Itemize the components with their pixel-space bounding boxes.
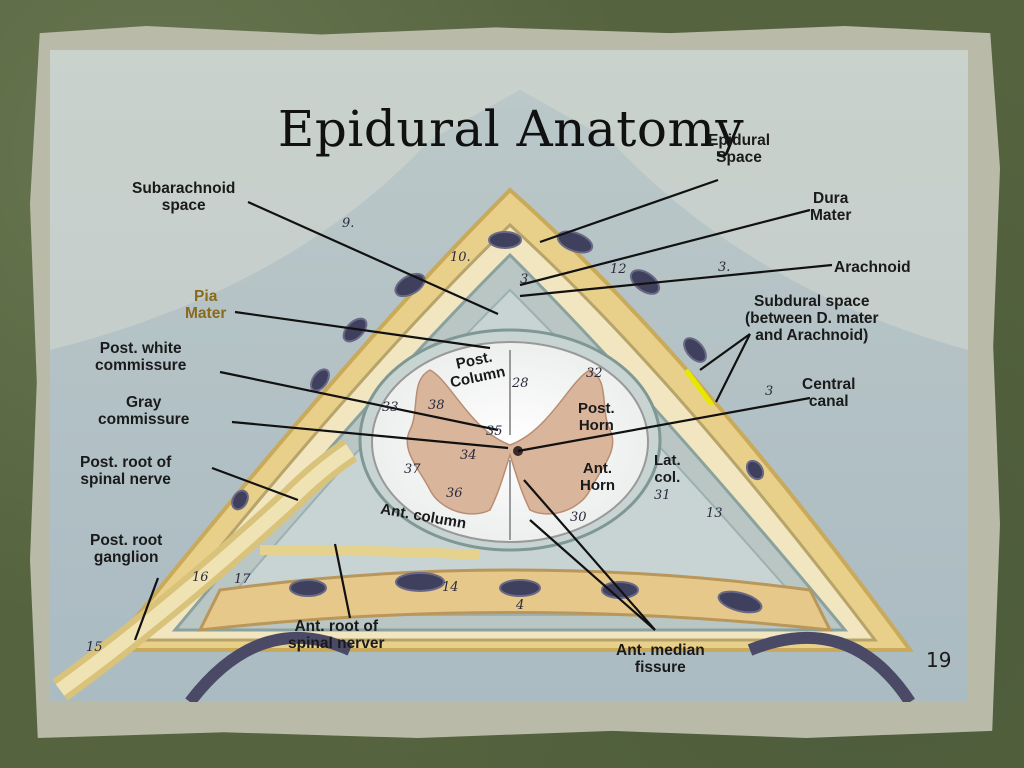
label-central-canal: Central canal (802, 376, 856, 410)
label-pia-mater: Pia Mater (185, 288, 227, 322)
model-number: 31 (654, 488, 671, 503)
label-post-root-spinal-nerve: Post. root of spinal nerve (80, 454, 172, 488)
anatomy-photo: Epidural Anatomy Epidural Space Subarach… (50, 50, 968, 702)
model-number: 38 (428, 398, 445, 413)
model-number: 3 (765, 384, 774, 399)
model-number: 9. (342, 216, 355, 231)
model-number: 36 (446, 486, 463, 501)
label-ant-root-spinal-nerve: Ant. root of spinal nerver (288, 618, 385, 652)
label-lat-col: Lat. col. (654, 452, 681, 486)
model-number: 12 (610, 262, 627, 277)
label-post-horn: Post. Horn (578, 400, 615, 434)
model-number: 34 (460, 448, 477, 463)
spinal-cord-model-drawing (50, 50, 968, 702)
label-subarachnoid-space: Subarachnoid space (132, 180, 236, 214)
label-gray-commissure: Gray commissure (98, 394, 190, 428)
slide-title: Epidural Anatomy (277, 100, 745, 158)
model-number: 35 (486, 424, 503, 439)
model-number: 37 (404, 462, 421, 477)
label-post-white-commissure: Post. white commissure (95, 340, 187, 374)
label-post-root-ganglion: Post. root ganglion (90, 532, 163, 566)
model-number: 15 (86, 640, 103, 655)
model-number: 4 (516, 598, 525, 613)
model-number: 10. (450, 250, 471, 265)
label-ant-horn: Ant. Horn (580, 460, 615, 494)
label-arachnoid: Arachnoid (834, 259, 911, 276)
model-number: 14 (442, 580, 459, 595)
label-epidural-space: Epidural Space (708, 132, 771, 166)
model-number: 28 (512, 376, 529, 391)
model-number: 16 (192, 570, 209, 585)
model-number: 32 (586, 366, 603, 381)
model-number: 3. (718, 260, 731, 275)
model-number: 3 (520, 272, 529, 287)
model-number: 30 (570, 510, 587, 525)
label-dura-mater: Dura Mater (810, 190, 852, 224)
model-number: 17 (234, 572, 251, 587)
model-number: 13 (706, 506, 723, 521)
model-number: 33 (382, 400, 399, 415)
label-ant-median-fissure: Ant. median fissure (616, 642, 705, 676)
slide-number: 19 (926, 648, 952, 672)
label-subdural-space: Subdural space (between D. mater and Ara… (745, 293, 879, 344)
